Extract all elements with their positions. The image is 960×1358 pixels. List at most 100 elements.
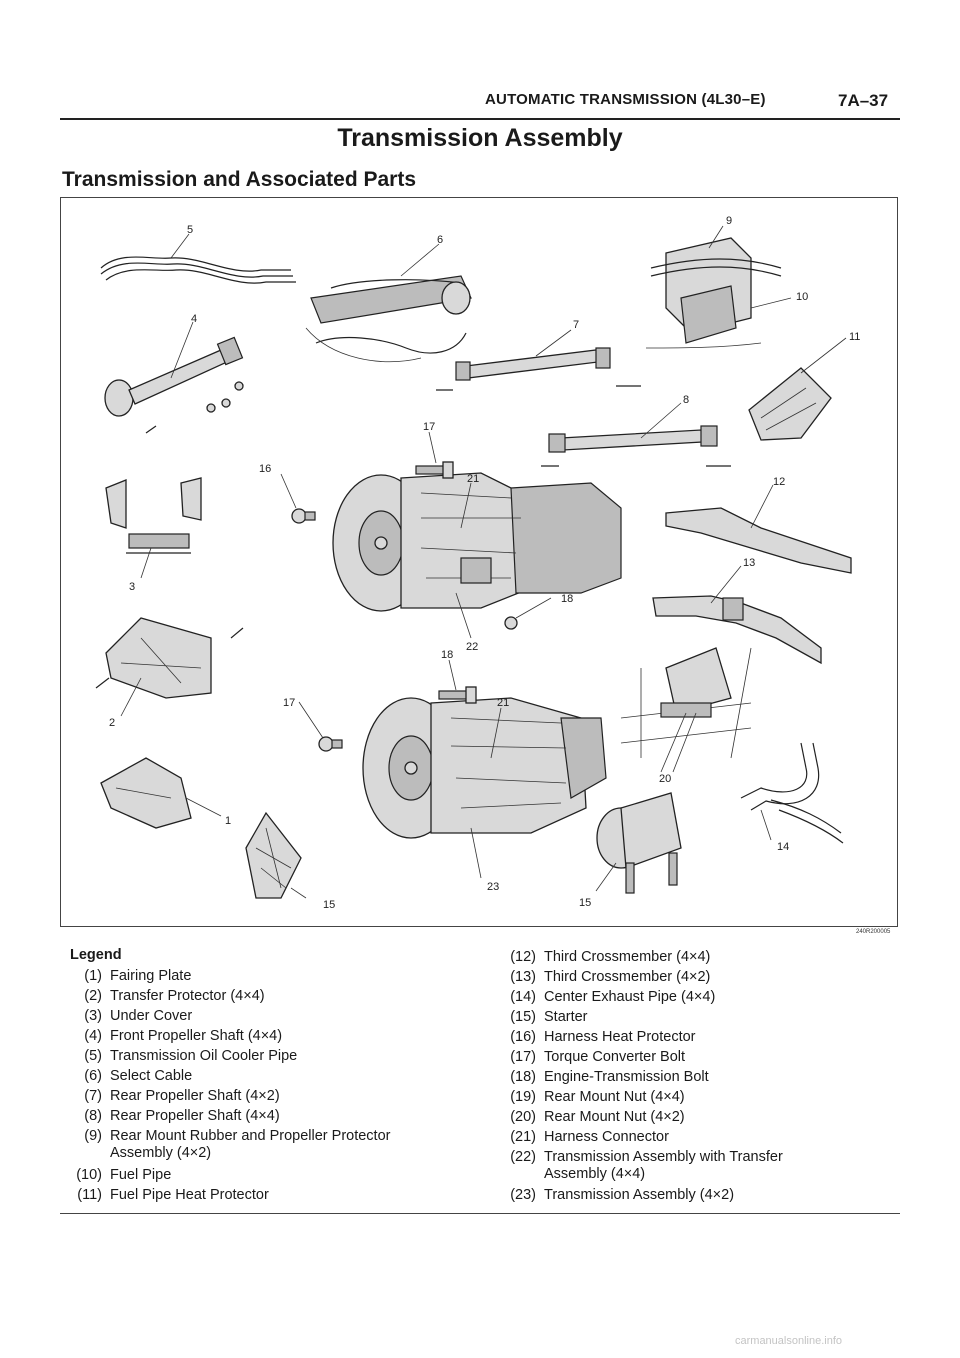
legend-item: (21) Harness Connector xyxy=(500,1129,860,1146)
legend-item-number: (7) xyxy=(84,1088,102,1104)
legend-item-text: Rear Mount Rubber and Propeller Protecto… xyxy=(110,1128,391,1161)
legend-item-number: (2) xyxy=(84,988,102,1004)
legend-item-text: Front Propeller Shaft (4×4) xyxy=(110,1028,283,1044)
harness-heat-protector-drawing xyxy=(245,811,302,899)
legend-item-text: Transmission Oil Cooler Pipe xyxy=(110,1048,298,1064)
legend-item: (13)Third Crossmember (4×2) xyxy=(500,969,860,986)
legend-item: (12) Third Crossmember (4×4) xyxy=(500,949,860,966)
callout-21a: 21 xyxy=(467,473,479,485)
legend-item-text: Third Crossmember (4×2) xyxy=(544,969,711,985)
callout-17a: 16 xyxy=(259,463,271,475)
callout-leaders xyxy=(120,225,847,899)
legend-item-text: Transmission Assembly with Transfer Asse… xyxy=(544,1149,783,1182)
legend-item-text: Under Cover xyxy=(110,1008,193,1024)
legend-item-number: (15) xyxy=(510,1009,536,1025)
legend-item: (10) Fuel Pipe xyxy=(66,1167,486,1184)
legend-item-number: (10) xyxy=(76,1167,102,1183)
legend-item-text: Starter xyxy=(544,1009,588,1025)
legend-item-text: Transfer Protector (4×4) xyxy=(110,988,265,1004)
legend-item-text: Engine-Transmission Bolt xyxy=(544,1069,709,1085)
legend-item-text: Fuel Pipe xyxy=(110,1167,172,1183)
legend-item-number: (3) xyxy=(84,1008,102,1024)
legend-item-text: Transmission Assembly (4×2) xyxy=(544,1187,735,1203)
callout-2: 2 xyxy=(109,717,115,729)
callout-labels: 5 6 7 9 10 11 4 8 12 13 16 17 21 3 18 22… xyxy=(109,215,860,911)
rear-mount-rubber-drawing xyxy=(645,237,782,349)
legend-item-number: (14) xyxy=(510,989,536,1005)
legend-item-text: Fairing Plate xyxy=(110,968,192,984)
legend-item: (9) Rear Mount Rubber and Propeller Prote… xyxy=(66,1128,486,1162)
fairing-plate-drawing xyxy=(100,757,192,829)
legend-item-text: Third Crossmember (4×4) xyxy=(544,949,711,965)
callout-17b: 17 xyxy=(283,697,295,709)
legend-item-text: Harness Heat Protector xyxy=(544,1029,696,1045)
callout-18a: 17 xyxy=(423,421,435,433)
legend-item-number: (12) xyxy=(510,949,536,965)
callout-12: 12 xyxy=(773,476,785,488)
callout-20: 20 xyxy=(659,773,671,785)
legend-item-number: (23) xyxy=(510,1187,536,1203)
legend-item: (8) Rear Propeller Shaft (4×4) xyxy=(66,1108,486,1125)
legend-item: (16)Harness Heat Protector xyxy=(500,1029,860,1046)
legend-item-number: (4) xyxy=(84,1028,102,1044)
legend-item: (14)Center Exhaust Pipe (4×4) xyxy=(500,989,860,1006)
legend-item: (15) Starter xyxy=(500,1009,860,1026)
page-title: Transmission Assembly xyxy=(337,124,623,152)
legend-item-number: (21) xyxy=(510,1129,536,1145)
oil-cooler-pipe-drawing xyxy=(100,256,296,284)
legend-item-text: Fuel Pipe Heat Protector xyxy=(110,1187,269,1203)
figure-code: 240R200005 xyxy=(856,929,891,935)
legend-item: (1)Fairing Plate xyxy=(66,968,486,985)
callout-13: 13 xyxy=(743,557,755,569)
legend-item: (4) Front Propeller Shaft (4×4) xyxy=(66,1028,486,1045)
callout-8: 8 xyxy=(683,394,689,406)
rear-mount-area-drawing xyxy=(620,647,752,759)
callout-11: 11 xyxy=(849,331,860,343)
legend-item-text: Torque Converter Bolt xyxy=(544,1049,686,1065)
legend-item-text: Rear Mount Nut (4×4) xyxy=(544,1089,685,1105)
legend-item: (11) Fuel Pipe Heat Protector xyxy=(66,1187,486,1204)
legend-item-number: (11) xyxy=(77,1187,102,1203)
select-cable-drawing xyxy=(305,275,472,363)
front-propeller-shaft-drawing xyxy=(104,336,244,434)
legend-item-number: (5) xyxy=(84,1048,102,1064)
legend-item: (17) Torque Converter Bolt xyxy=(500,1049,860,1066)
center-exhaust-pipe-drawing xyxy=(740,742,844,844)
callout-3: 3 xyxy=(129,581,135,593)
legend-item-number: (17) xyxy=(510,1049,536,1065)
callout-22: 22 xyxy=(466,641,478,653)
crossmembers-drawing xyxy=(652,507,852,665)
transmission-4x2-drawing xyxy=(362,697,607,839)
starter-drawing xyxy=(596,792,682,894)
callout-21b: 21 xyxy=(497,697,509,709)
bolts-drawing xyxy=(291,461,477,752)
watermark: carmanualsonline.info xyxy=(735,1335,843,1347)
callout-4: 4 xyxy=(191,313,197,325)
legend-item-number: (18) xyxy=(510,1069,536,1085)
callout-19: 18 xyxy=(561,593,573,605)
legend-title: Legend xyxy=(70,947,122,963)
callout-9: 9 xyxy=(726,215,732,227)
callout-14: 14 xyxy=(777,841,789,853)
exploded-view-illustration: 5 6 7 9 10 11 4 8 12 13 16 17 21 3 18 22… xyxy=(95,215,860,911)
legend-item: (7)Rear Propeller Shaft (4×2) xyxy=(66,1088,486,1105)
legend-item-text: Select Cable xyxy=(110,1068,193,1084)
callout-6: 6 xyxy=(437,234,443,246)
legend-item-number: (6) xyxy=(84,1068,102,1084)
legend-item-text: Harness Connector xyxy=(544,1129,669,1145)
legend-item: (23) Transmission Assembly (4×2) xyxy=(500,1187,860,1204)
legend-item: (18) Engine-Transmission Bolt xyxy=(500,1069,860,1086)
legend-item-number: (9) xyxy=(84,1128,102,1144)
transfer-protector-drawing xyxy=(95,617,244,699)
page-header xyxy=(60,86,900,120)
callout-15: 15 xyxy=(579,897,591,909)
section-title: AUTOMATIC TRANSMISSION (4L30–E) xyxy=(485,91,766,108)
legend-item-text: Rear Propeller Shaft (4×4) xyxy=(110,1108,280,1124)
rear-propeller-shaft-4x2-drawing xyxy=(436,347,641,391)
legend-item-number: (19) xyxy=(510,1089,536,1105)
legend-item: (2) Transfer Protector (4×4) xyxy=(66,988,486,1005)
callout-1: 1 xyxy=(225,815,231,827)
legend-item: (3) Under Cover xyxy=(66,1008,486,1025)
parts-diagram: 5 6 7 9 10 11 4 8 12 13 16 17 21 3 18 22… xyxy=(60,197,898,927)
legend-item-number: (8) xyxy=(84,1108,102,1124)
